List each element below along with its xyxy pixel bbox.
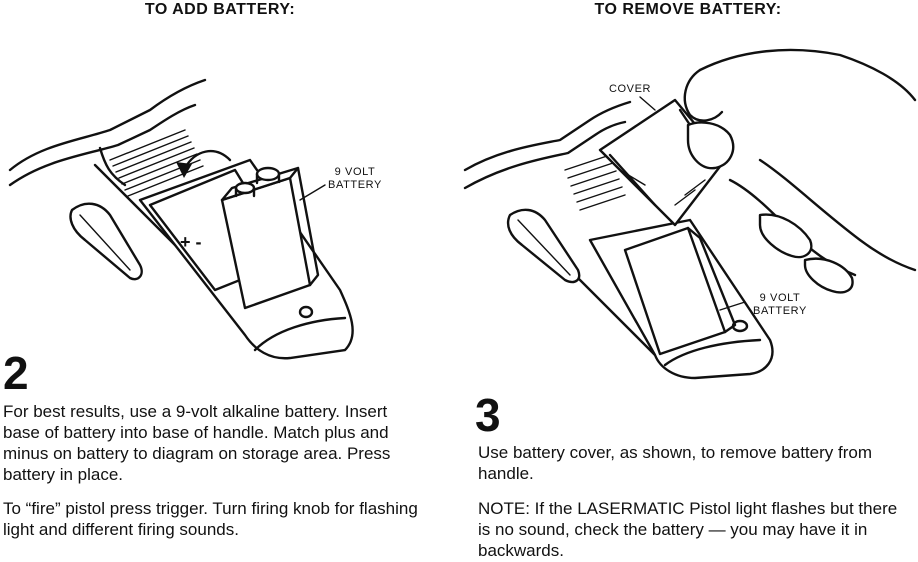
remove-battery-heading: TO REMOVE BATTERY: [594,1,782,18]
nine-volt-battery-right [623,226,727,356]
cover-label: COVER [608,83,652,95]
nine-volt-battery-label: 9 VOLT BATTERY [320,166,390,192]
handle-screw [298,305,314,319]
finger-tip-2 [803,257,854,294]
step-number-2: 2 [3,347,29,399]
add-battery-instructions: For best results, use a 9-volt alkaline … [3,402,391,484]
trigger [69,202,143,281]
battery-terminal-b [255,166,281,182]
remove-battery-illustration [463,48,917,380]
battery-label-line1-right: 9 VOLT [759,292,801,304]
polarity-marks: + - [180,232,202,252]
step-number-3: 3 [475,389,501,441]
add-battery-heading: TO ADD BATTERY: [144,1,296,18]
thumb [686,121,735,170]
battery-terminal-a [234,181,256,195]
grip-ridges [109,129,204,197]
nine-volt-battery-label-right: 9 VOLT BATTERY [745,292,815,318]
battery-label-line2: BATTERY [328,179,382,191]
remove-battery-instructions: Use battery cover, as shown, to remove b… [478,443,872,483]
grip-ridges-right [564,154,626,211]
firing-instructions: To “fire” pistol press trigger. Turn fir… [3,499,418,539]
finger-tip [758,213,813,259]
battery-label-line1: 9 VOLT [334,166,376,178]
battery-label-line2-right: BATTERY [753,305,807,317]
troubleshooting-note: NOTE: If the LASERMATIC Pistol light fla… [478,499,898,560]
hand-outline [698,48,917,102]
add-battery-illustration: + - [8,78,354,360]
insert-arrow [183,149,232,170]
